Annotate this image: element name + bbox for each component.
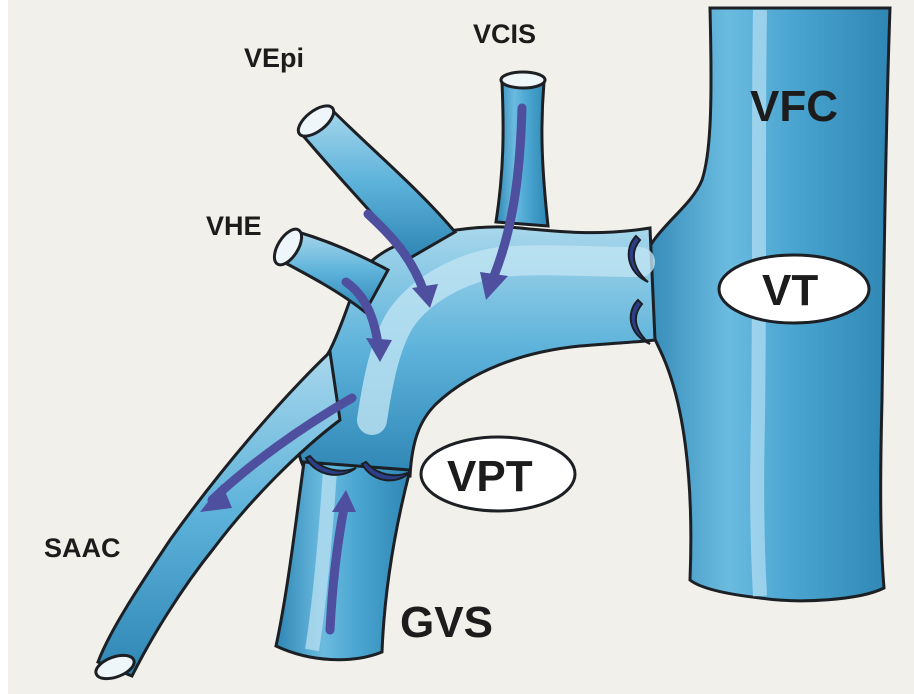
vcis-branch-opening bbox=[501, 72, 545, 88]
label-vfc: VFC bbox=[750, 82, 838, 131]
label-vcis: VCIS bbox=[473, 19, 536, 49]
label-vt: VT bbox=[762, 266, 818, 315]
label-vpt: VPT bbox=[447, 452, 533, 501]
label-vepi: VEpi bbox=[244, 43, 304, 73]
label-vhe: VHE bbox=[206, 211, 262, 241]
left-border bbox=[0, 0, 8, 694]
label-saac: SAAC bbox=[44, 533, 121, 563]
label-gvs: GVS bbox=[400, 598, 493, 647]
